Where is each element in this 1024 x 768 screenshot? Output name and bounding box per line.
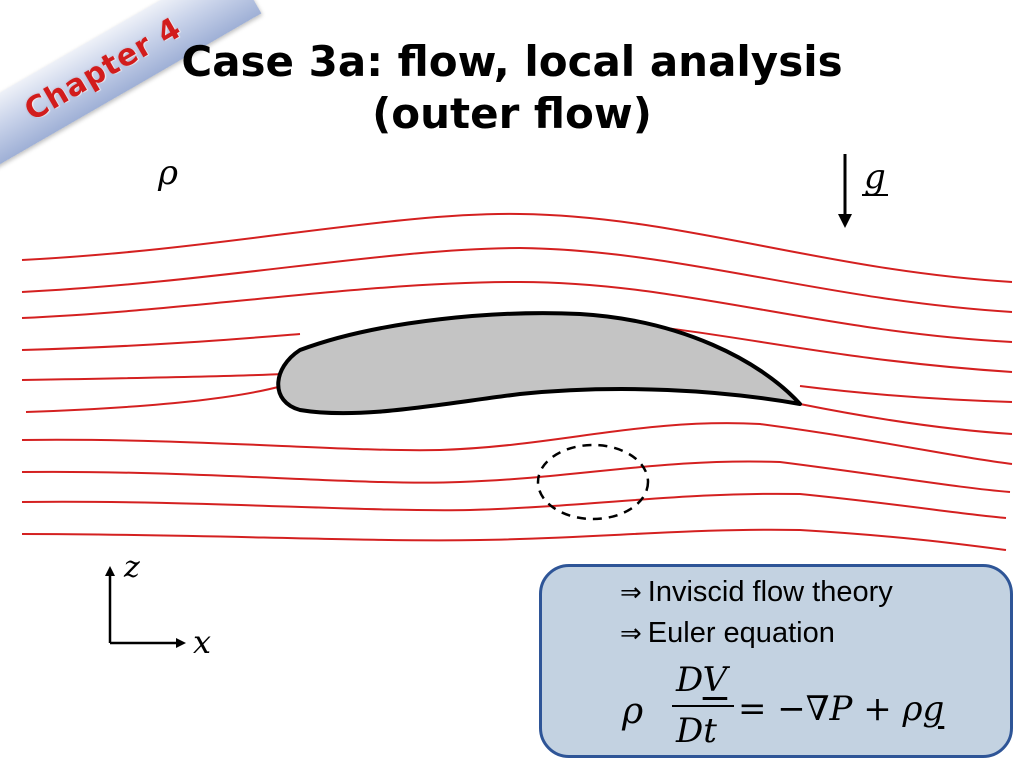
- equation-numerator-d: D: [676, 660, 703, 700]
- streamline-1: [21, 212, 1013, 283]
- streamline-6b: [799, 403, 1013, 435]
- title-line-2: (outer flow): [372, 89, 652, 138]
- x-axis-arrowhead: [176, 638, 186, 648]
- streamline-8: [21, 460, 1011, 493]
- streamline-3: [21, 280, 1013, 343]
- info-item-1-text: Inviscid flow theory: [647, 576, 893, 608]
- fraction-bar: [672, 705, 734, 707]
- streamline-4: [21, 333, 301, 351]
- equation-rhs-plus: +: [852, 689, 903, 729]
- double-right-arrow-icon: ⇒: [620, 619, 642, 649]
- streamline-5b: [799, 385, 1013, 403]
- airfoil: [276, 311, 802, 416]
- equation-numerator-v: V: [702, 660, 728, 700]
- gravity-symbol: g: [862, 157, 888, 197]
- z-axis-arrowhead: [105, 566, 115, 576]
- streamline-2: [21, 246, 1013, 313]
- title-line-1: Case 3a: flow, local analysis: [181, 37, 843, 86]
- info-box: ⇒Inviscid flow theory ⇒Euler equation ρ …: [539, 564, 1013, 758]
- double-right-arrow-icon: ⇒: [620, 578, 642, 608]
- axes: [105, 566, 186, 648]
- down-arrow-icon: [838, 154, 852, 228]
- streamline-10: [21, 528, 1007, 551]
- euler-equation: ρ DV Dt = −∇P + ρg: [620, 659, 960, 755]
- streamline-7: [21, 422, 1013, 465]
- streamline-5: [21, 373, 285, 381]
- equation-rhs-g: g: [922, 689, 945, 729]
- equation-rho: ρ: [622, 691, 644, 732]
- equation-rhs: = −∇P + ρg: [738, 689, 944, 729]
- equation-rhs-operator: = −∇: [738, 689, 830, 729]
- page-title: Case 3a: flow, local analysis (outer flo…: [150, 36, 874, 140]
- control-volume: [536, 443, 650, 521]
- info-item-2-text: Euler equation: [647, 617, 835, 649]
- streamline-6: [25, 385, 283, 413]
- equation-rhs-p: P: [829, 689, 853, 729]
- equation-numerator: DV: [676, 660, 727, 700]
- x-axis-label: x: [193, 623, 212, 661]
- streamline-9: [21, 492, 1007, 519]
- info-item-euler: ⇒Euler equation: [620, 617, 835, 650]
- equation-denominator: Dt: [676, 711, 717, 751]
- z-axis-label: z: [124, 550, 140, 585]
- density-symbol: ρ: [158, 153, 178, 193]
- equation-rhs-rho: ρ: [902, 689, 923, 729]
- info-item-inviscid: ⇒Inviscid flow theory: [620, 576, 893, 609]
